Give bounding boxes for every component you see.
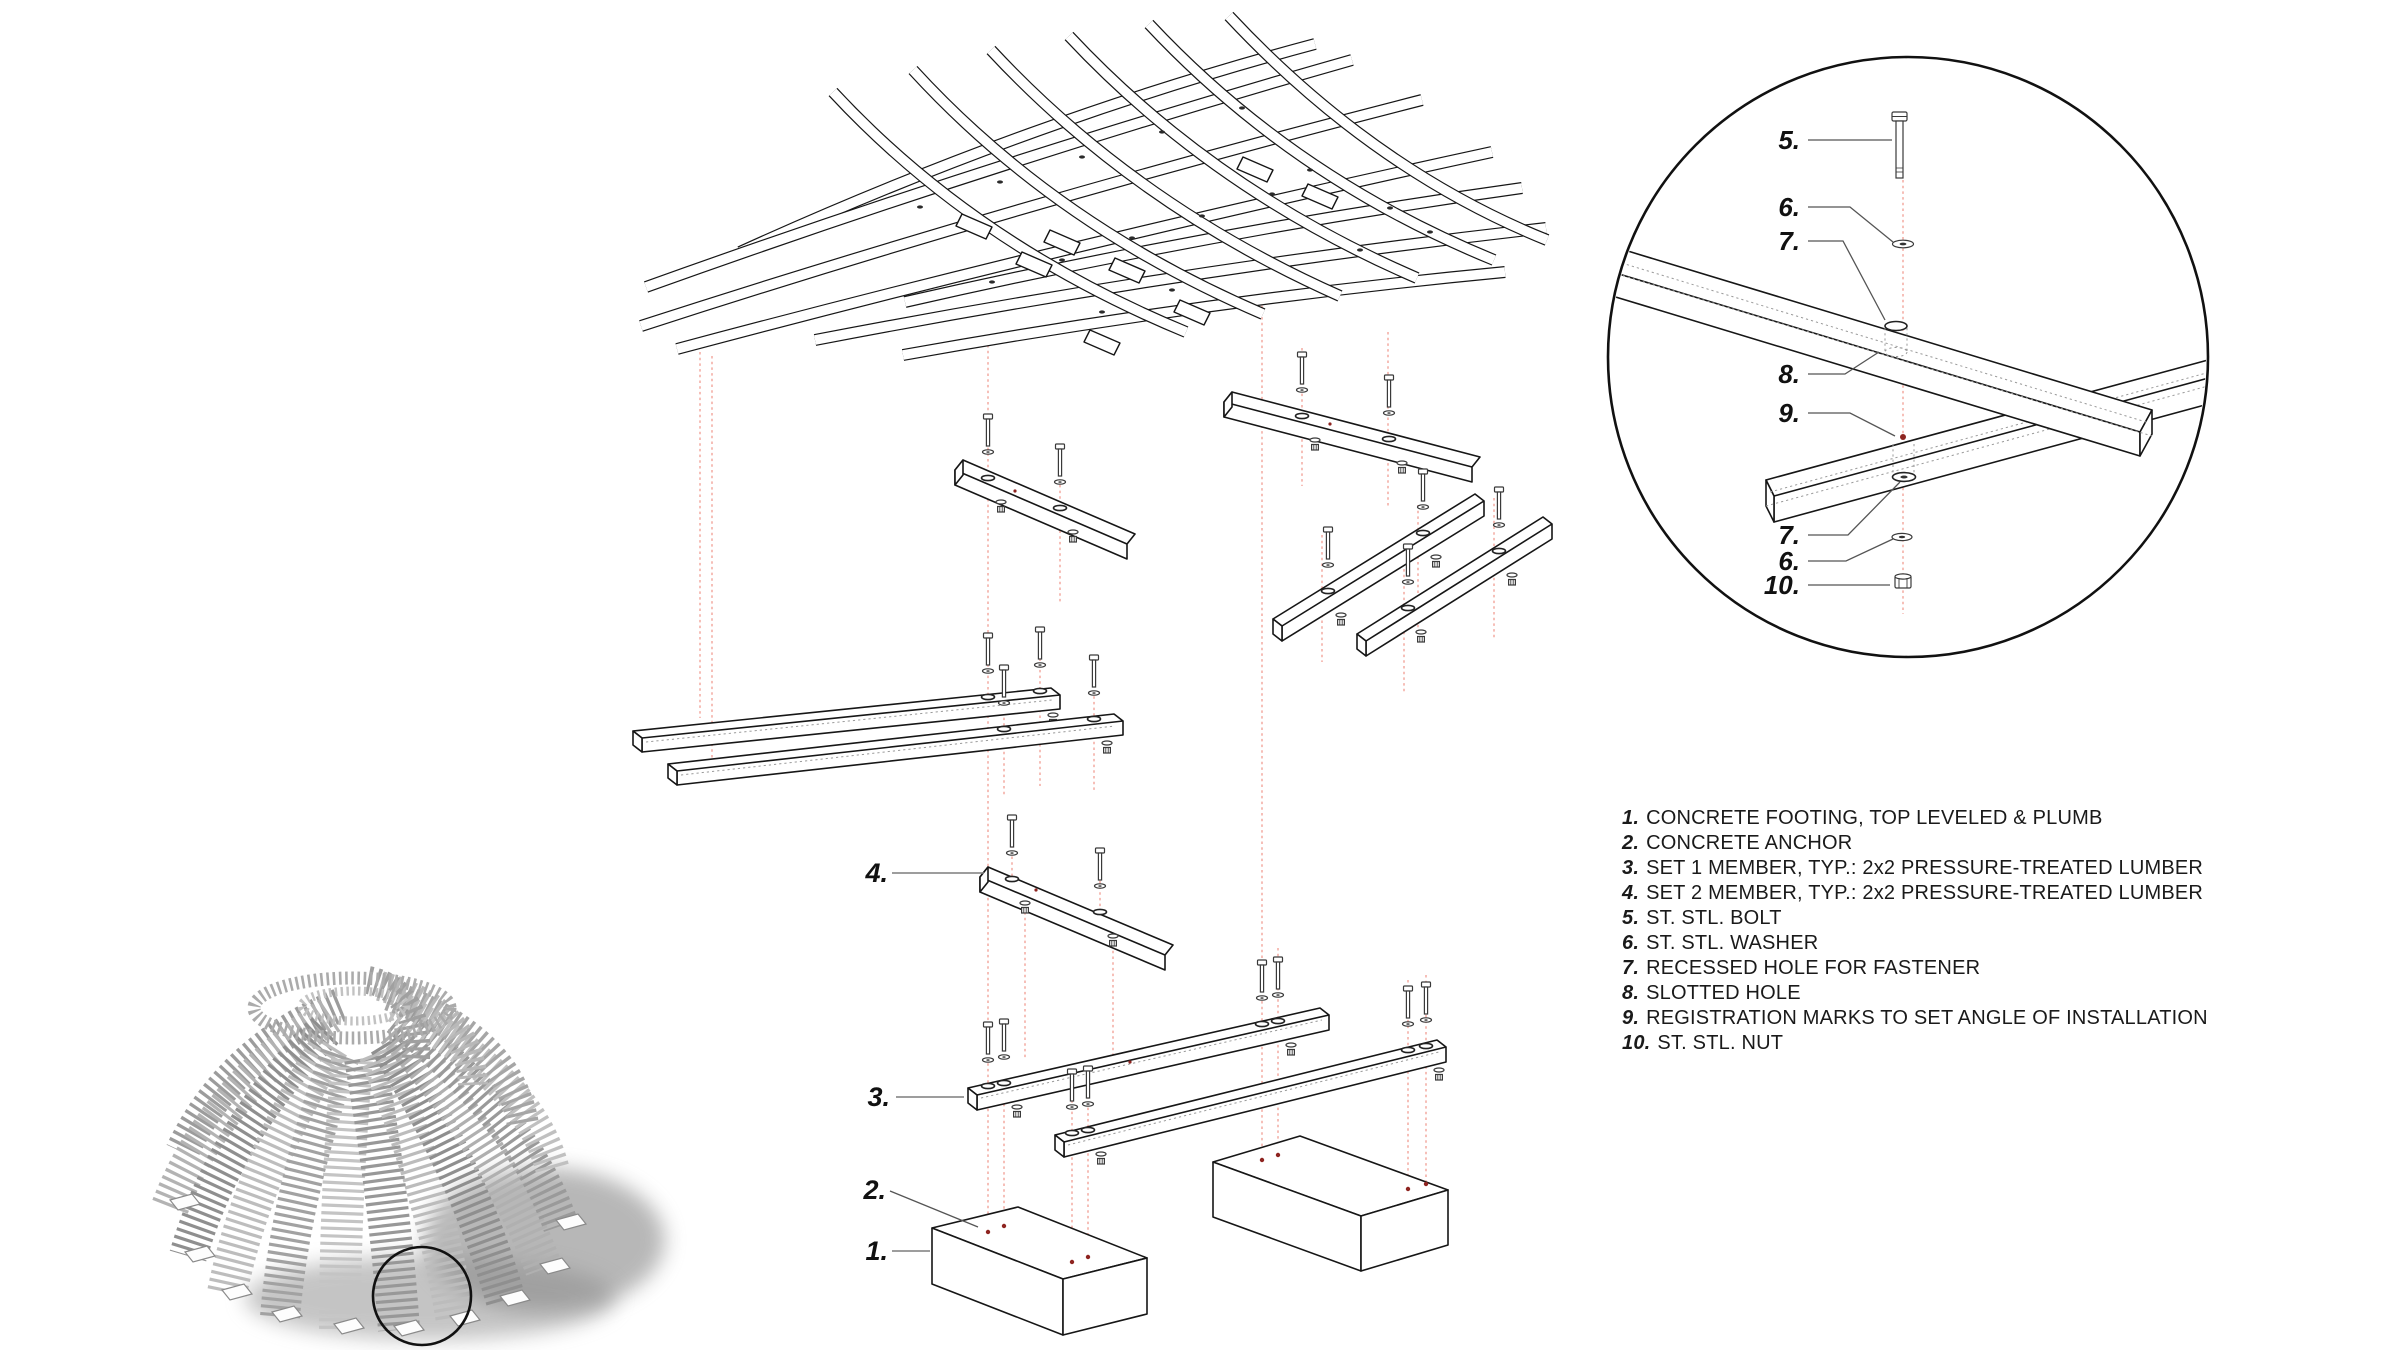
- legend-num: 1.: [1622, 807, 1640, 829]
- callout-7-upper: 7.: [1778, 226, 1800, 256]
- legend-num: 8.: [1622, 982, 1640, 1004]
- legend-text: ST. STL. WASHER: [1646, 932, 1819, 954]
- label-2: 2.: [862, 1175, 886, 1205]
- axon-labels: 4. 3. 2. 1.: [862, 858, 984, 1266]
- footing-right: [1212, 1135, 1449, 1272]
- legend-num: 9.: [1622, 1007, 1640, 1029]
- member-set2-labeled-4: [979, 814, 1174, 971]
- legend-num: 3.: [1622, 857, 1640, 879]
- legend-text: SLOTTED HOLE: [1646, 982, 1801, 1004]
- callout-10: 10.: [1764, 570, 1800, 600]
- member-set1: [667, 654, 1124, 786]
- structure-render: [152, 966, 665, 1347]
- member-set2: [1223, 351, 1481, 483]
- fastener-detail: 5. 6. 7. 8. 9. 7. 6. 10.: [1606, 55, 2210, 659]
- legend-item: 9. REGISTRATION MARKS TO SET ANGLE OF INS…: [1622, 1006, 2208, 1031]
- callout-8: 8.: [1778, 359, 1800, 389]
- callout-9: 9.: [1778, 398, 1800, 428]
- legend-item: 6. ST. STL. WASHER: [1622, 931, 2208, 956]
- legend-text: CONCRETE ANCHOR: [1646, 832, 1853, 854]
- legend-num: 4.: [1622, 882, 1640, 904]
- detail-member-set2: [1610, 241, 2153, 457]
- legend-item: 5. ST. STL. BOLT: [1622, 906, 2208, 931]
- detail-callouts: 5. 6. 7. 8. 9. 7. 6. 10.: [1764, 125, 1901, 600]
- legend-text: SET 2 MEMBER, TYP.: 2x2 PRESSURE-TREATED…: [1646, 882, 2204, 904]
- exploded-members: [632, 351, 1553, 1165]
- label-1: 1.: [865, 1236, 888, 1266]
- legend-text: RECESSED HOLE FOR FASTENER: [1646, 957, 1981, 979]
- legend-item: 3. SET 1 MEMBER, TYP.: 2x2 PRESSURE-TREAT…: [1622, 856, 2208, 881]
- detail-registration-mark: [1891, 434, 1917, 483]
- member-set1: [1272, 468, 1485, 642]
- member-set1: [632, 626, 1061, 753]
- callout-5: 5.: [1778, 125, 1800, 155]
- label-4: 4.: [864, 858, 888, 888]
- legend-item: 7. RECESSED HOLE FOR FASTENER: [1622, 956, 2208, 981]
- legend-item: 4. SET 2 MEMBER, TYP.: 2x2 PRESSURE-TREAT…: [1622, 881, 2208, 906]
- callout-7-lower: 7.: [1778, 520, 1800, 550]
- legend-num: 2.: [1622, 832, 1640, 854]
- member-set1: [1356, 486, 1553, 657]
- render-detail-locator-circle: [371, 1245, 473, 1347]
- member-set1-labeled-3: [967, 956, 1330, 1118]
- legend-num: 7.: [1622, 957, 1640, 979]
- legend-num: 6.: [1622, 932, 1640, 954]
- detail-washer-upper: [1891, 239, 1915, 249]
- assembled-lattice: [639, 11, 1550, 361]
- label-3: 3.: [867, 1082, 890, 1112]
- lattice-fastener-marks: [917, 106, 1433, 314]
- legend-num: 10.: [1622, 1032, 1651, 1054]
- legend-item: 10. ST. STL. NUT: [1622, 1031, 2208, 1056]
- detail-circle-outline: [1606, 55, 2210, 659]
- concrete-footings: [931, 1135, 1449, 1336]
- dome-top-rim-inner: [297, 986, 411, 1026]
- callout-6-lower: 6.: [1778, 546, 1800, 576]
- legend-text: SET 1 MEMBER, TYP.: 2x2 PRESSURE-TREATED…: [1646, 857, 2204, 879]
- lattice-set1-members: [639, 38, 1547, 361]
- member-set2: [954, 413, 1136, 560]
- legend-text: ST. STL. NUT: [1657, 1032, 1784, 1054]
- footing-left: [931, 1206, 1148, 1336]
- lattice-spacer-blocks: [955, 156, 1339, 356]
- legend-text: REGISTRATION MARKS TO SET ANGLE OF INSTA…: [1646, 1007, 2208, 1029]
- detail-slotted-hole: [1884, 320, 1908, 357]
- legend-item: 2. CONCRETE ANCHOR: [1622, 831, 2208, 856]
- lattice-set2-members: [828, 11, 1550, 338]
- legend-item: 1. CONCRETE FOOTING, TOP LEVELED & PLUMB: [1622, 806, 2208, 831]
- member-set1: [1054, 981, 1447, 1165]
- keynote-legend: 1.CONCRETE FOOTING, TOP LEVELED & PLUMB …: [1622, 806, 2208, 1056]
- legend-text: ST. STL. BOLT: [1646, 907, 1782, 929]
- detail-bolt: [1891, 111, 1908, 179]
- detail-nut: [1894, 573, 1912, 589]
- dome-top-rim: [247, 971, 457, 1045]
- legend-item: 8. SLOTTED HOLE: [1622, 981, 2208, 1006]
- callout-6-upper: 6.: [1778, 192, 1800, 222]
- legend-num: 5.: [1622, 907, 1640, 929]
- legend-text: CONCRETE FOOTING, TOP LEVELED & PLUMB: [1646, 807, 2103, 829]
- detail-washer-lower: [1891, 532, 1913, 542]
